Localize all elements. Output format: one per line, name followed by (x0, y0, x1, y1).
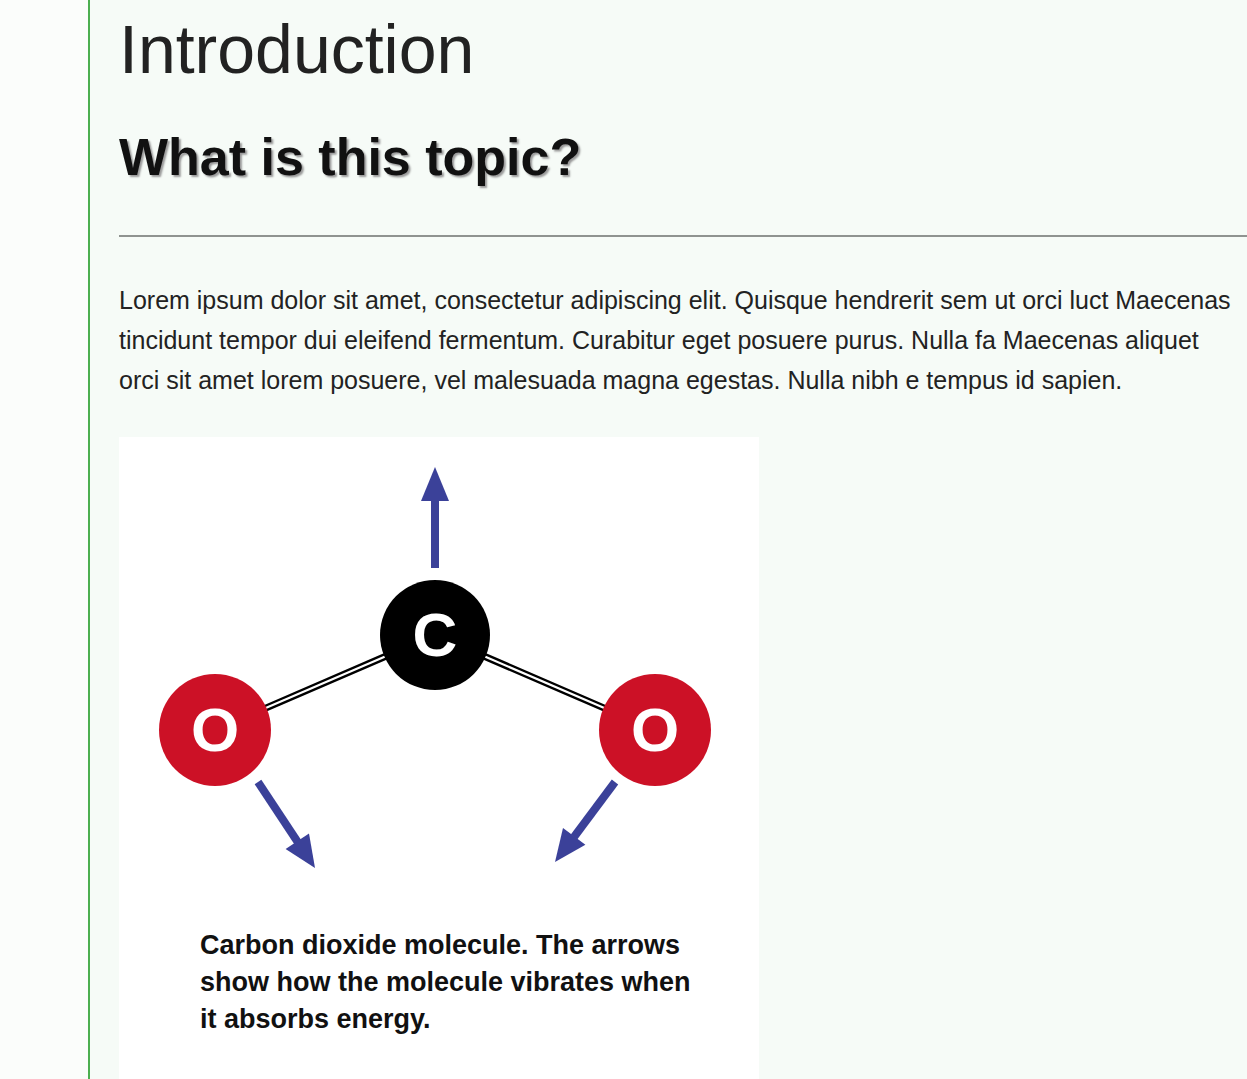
atom-disc (599, 674, 711, 786)
bond-line (484, 656, 606, 709)
atom-symbol: O (631, 699, 679, 761)
section-heading: What is this topic? (119, 128, 581, 188)
atom-disc (380, 580, 490, 690)
green-rule (88, 0, 90, 1079)
arrow-head (286, 834, 315, 868)
arrow-head (421, 467, 449, 501)
double-bond (484, 656, 606, 709)
arrow-shaft (574, 782, 615, 837)
bond-line (265, 656, 387, 709)
image-ground (119, 437, 759, 1079)
page-title: Introduction (119, 12, 474, 87)
atom-symbol: O (191, 699, 239, 761)
figure-caption: Carbon dioxide molecule. The arrows show… (200, 927, 700, 1038)
left-strip (0, 0, 88, 1079)
arrow-shaft (431, 499, 439, 568)
arrow-head (555, 828, 585, 862)
figure: Carbon dioxide molecule. The arrows show… (119, 437, 759, 1079)
atom-disc (159, 674, 271, 786)
vibration-arrows (258, 467, 615, 868)
bond-gap (484, 656, 606, 709)
double-bond (265, 656, 387, 709)
horizontal-rule (119, 235, 1247, 237)
body-paragraph: Lorem ipsum dolor sit amet, consectetur … (119, 280, 1237, 400)
arrow-shaft (258, 782, 299, 844)
bond-gap (265, 656, 387, 709)
atom-symbol: C (413, 604, 458, 666)
oxygen-atom: O (599, 674, 711, 786)
carbon-atom: C (380, 580, 490, 690)
oxygen-atom: O (159, 674, 271, 786)
